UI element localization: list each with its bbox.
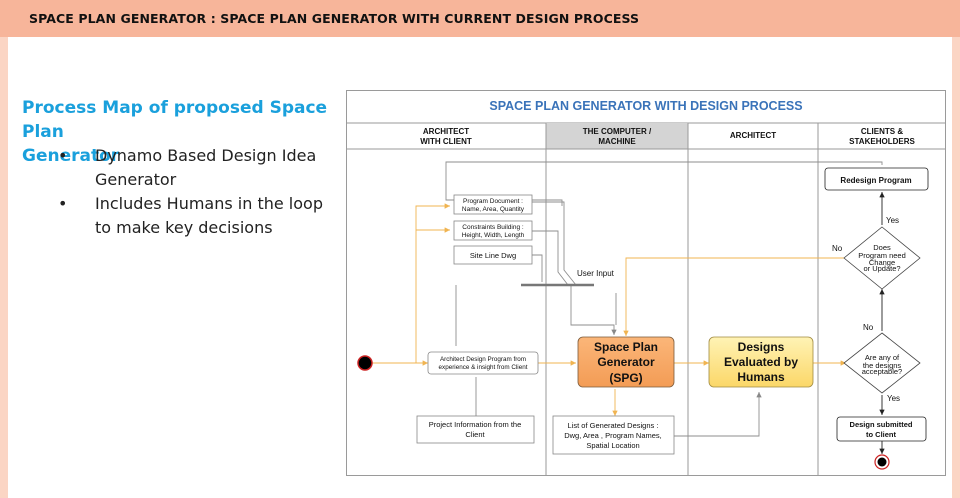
yes-label-bottom: Yes: [887, 394, 900, 403]
no-label-top: No: [832, 244, 843, 253]
diagram-title: SPACE PLAN GENERATOR WITH DESIGN PROCESS: [489, 99, 802, 113]
architect-program-box: Architect Design Program from experience…: [427, 351, 539, 375]
process-diagram: SPACE PLAN GENERATOR WITH DESIGN PROCESS…: [346, 90, 946, 476]
svg-text:Name, Area, Quantity: Name, Area, Quantity: [462, 206, 525, 213]
svg-text:(SPG): (SPG): [609, 371, 642, 385]
bullet-dot-icon: •: [58, 194, 68, 213]
bullet-text-2a: Includes Humans in the loop: [95, 194, 323, 213]
bullet-text-2b: to make key decisions: [95, 218, 273, 237]
user-input-label: User Input: [577, 269, 615, 278]
lane-label-machine-1: THE COMPUTER /: [583, 127, 652, 136]
svg-text:Site Line Dwg: Site Line Dwg: [470, 251, 516, 260]
no-label-mid: No: [863, 323, 874, 332]
grey-connectors: [445, 161, 883, 437]
generated-designs-box: List of Generated Designs : Dwg, Area , …: [552, 415, 675, 455]
svg-text:Height, Width, Length: Height, Width, Length: [462, 232, 525, 239]
svg-text:Are any of: Are any of: [865, 353, 900, 362]
svg-text:Designs: Designs: [738, 340, 785, 354]
yes-label-top: Yes: [886, 216, 899, 225]
project-info-box: Project Information from the Client: [416, 415, 535, 444]
svg-text:Change: Change: [869, 258, 895, 267]
lane-label-clients-1: CLIENTS &: [861, 127, 903, 136]
submitted-box: Design submitted to Client: [836, 416, 927, 442]
diagram-frame: [346, 90, 946, 476]
lane-label-architect: ARCHITECT: [730, 131, 776, 140]
bullet-item: • Includes Humans in the loop to make ke…: [58, 192, 343, 240]
start-node: [357, 355, 373, 371]
title-bar: SPACE PLAN GENERATOR : SPACE PLAN GENERA…: [0, 0, 960, 37]
bullet-dot-icon: •: [58, 146, 68, 165]
svg-text:Evaluated by: Evaluated by: [724, 355, 798, 369]
svg-text:experience & insight from Clie: experience & insight from Client: [439, 364, 528, 371]
svg-text:Spatial Location: Spatial Location: [586, 441, 639, 450]
redesign-box: Redesign Program: [824, 167, 929, 191]
site-line-box: Site Line Dwg: [453, 245, 533, 265]
svg-text:Constraints Building :: Constraints Building :: [462, 224, 524, 231]
svg-text:Project Information from the: Project Information from the: [429, 420, 522, 429]
end-node: [874, 454, 890, 470]
svg-text:Program Document :: Program Document :: [463, 198, 523, 205]
decision-change-diamond: Does Program need Change or Update?: [843, 226, 921, 290]
orange-flows: [370, 203, 846, 416]
svg-text:Architect Design Program from: Architect Design Program from: [440, 356, 526, 363]
svg-text:Program need: Program need: [858, 251, 906, 260]
svg-text:List of Generated Designs :: List of Generated Designs :: [568, 421, 659, 430]
svg-text:Does: Does: [873, 243, 891, 252]
bullet-text-1b: Generator: [95, 170, 177, 189]
lane-label-clients-2: STAKEHOLDERS: [849, 137, 915, 146]
constraints-box: Constraints Building : Height, Width, Le…: [453, 220, 533, 241]
section-heading: Process Map of proposed Space Plan Gener…: [22, 96, 342, 168]
evaluated-box: Designs Evaluated by Humans: [708, 336, 814, 388]
svg-text:Redesign Program: Redesign Program: [840, 176, 911, 185]
spg-box: Space Plan Generator (SPG): [577, 336, 675, 388]
svg-text:Client: Client: [465, 430, 485, 439]
lane-label-architect-client-2: WITH CLIENT: [420, 137, 472, 146]
svg-text:the designs: the designs: [863, 361, 902, 370]
svg-text:Design submitted: Design submitted: [850, 420, 913, 429]
heading-line-1: Process Map of proposed Space Plan: [22, 98, 328, 142]
bullet-item: • Dynamo Based Design Idea Generator: [58, 144, 343, 192]
decision-accept-diamond: Are any of the designs acceptable?: [843, 332, 921, 394]
svg-text:to Client: to Client: [866, 430, 896, 439]
lane-label-machine-2: MACHINE: [598, 137, 636, 146]
lane-label-architect-client-1: ARCHITECT: [423, 127, 469, 136]
heading-line-2: Generator: [22, 146, 120, 166]
page-title: SPACE PLAN GENERATOR : SPACE PLAN GENERA…: [29, 11, 640, 26]
bullet-list: • Dynamo Based Design Idea Generator • I…: [58, 144, 343, 240]
svg-text:or Update?: or Update?: [863, 264, 900, 273]
svg-text:Dwg, Area , Program Names,: Dwg, Area , Program Names,: [564, 431, 662, 440]
svg-text:acceptable?: acceptable?: [862, 367, 902, 376]
machine-lane-header-bg: [546, 123, 688, 149]
program-document-box: Program Document : Name, Area, Quantity: [453, 194, 533, 215]
bullet-text-1a: Dynamo Based Design Idea: [95, 146, 317, 165]
svg-text:Space Plan: Space Plan: [594, 340, 658, 354]
svg-text:Humans: Humans: [737, 370, 785, 384]
svg-text:Generator: Generator: [597, 355, 655, 369]
